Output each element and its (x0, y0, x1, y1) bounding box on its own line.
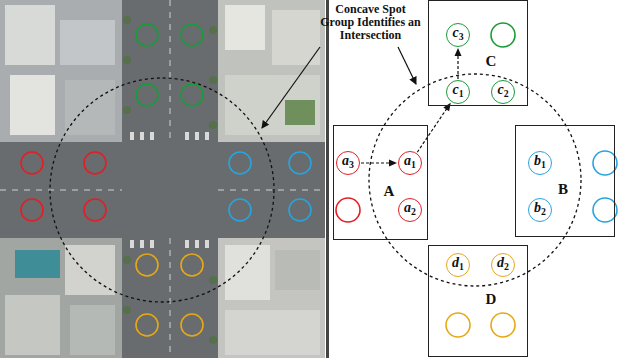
concave-spot: a3 (336, 151, 360, 175)
photo-spots (21, 24, 311, 336)
concave-spot: c3 (446, 23, 470, 47)
intersection-circle (50, 78, 274, 302)
spot-label: d1 (452, 256, 464, 273)
spot-group-box: Bb1 b2 (515, 125, 615, 237)
dashed-arrow (455, 48, 462, 79)
spot-label: a1 (404, 154, 416, 171)
concave-spot: b2 (528, 198, 552, 222)
callout-text: Concave Spot Group Identifies an Interse… (318, 3, 423, 42)
concave-spot: c2 (491, 80, 515, 104)
spot-label: a2 (404, 201, 416, 218)
arrow-head (455, 48, 462, 56)
group-letter: A (384, 183, 395, 200)
group-letter: C (486, 53, 497, 70)
spot-label: a3 (342, 154, 354, 171)
leader-line (262, 47, 320, 128)
dashed-arrow (417, 103, 450, 152)
spot-label: d2 (497, 256, 509, 273)
concave-spot: c1 (446, 80, 470, 104)
spot-label: b1 (534, 154, 546, 171)
arrow-head (389, 160, 397, 167)
concave-spot: d2 (491, 253, 515, 277)
spot-group-box: Dd1 d2 (428, 245, 528, 357)
group-letter: B (558, 181, 568, 198)
connector-line (417, 108, 447, 152)
unlabeled-spots (336, 23, 617, 337)
spot-group-box: Aa3 a1 a2 (333, 125, 428, 240)
arrow-head (443, 103, 450, 112)
spot-label: c2 (497, 83, 508, 100)
leader-line (398, 47, 416, 84)
connector-line (457, 54, 458, 79)
concave-spot: b1 (528, 151, 552, 175)
spot-label: c1 (452, 83, 463, 100)
spot-group-box: Cc3 c1 c2 (428, 0, 528, 106)
separator (326, 0, 329, 358)
group-letter: D (486, 291, 497, 308)
aerial-photo (0, 0, 325, 358)
spot-label: c3 (452, 26, 463, 43)
connector-line (361, 162, 391, 163)
spot-label: b2 (534, 201, 546, 218)
concave-spot: a2 (398, 198, 422, 222)
concave-spot: a1 (398, 151, 422, 175)
dashed-arrow (361, 160, 397, 167)
concave-spot: d1 (446, 253, 470, 277)
